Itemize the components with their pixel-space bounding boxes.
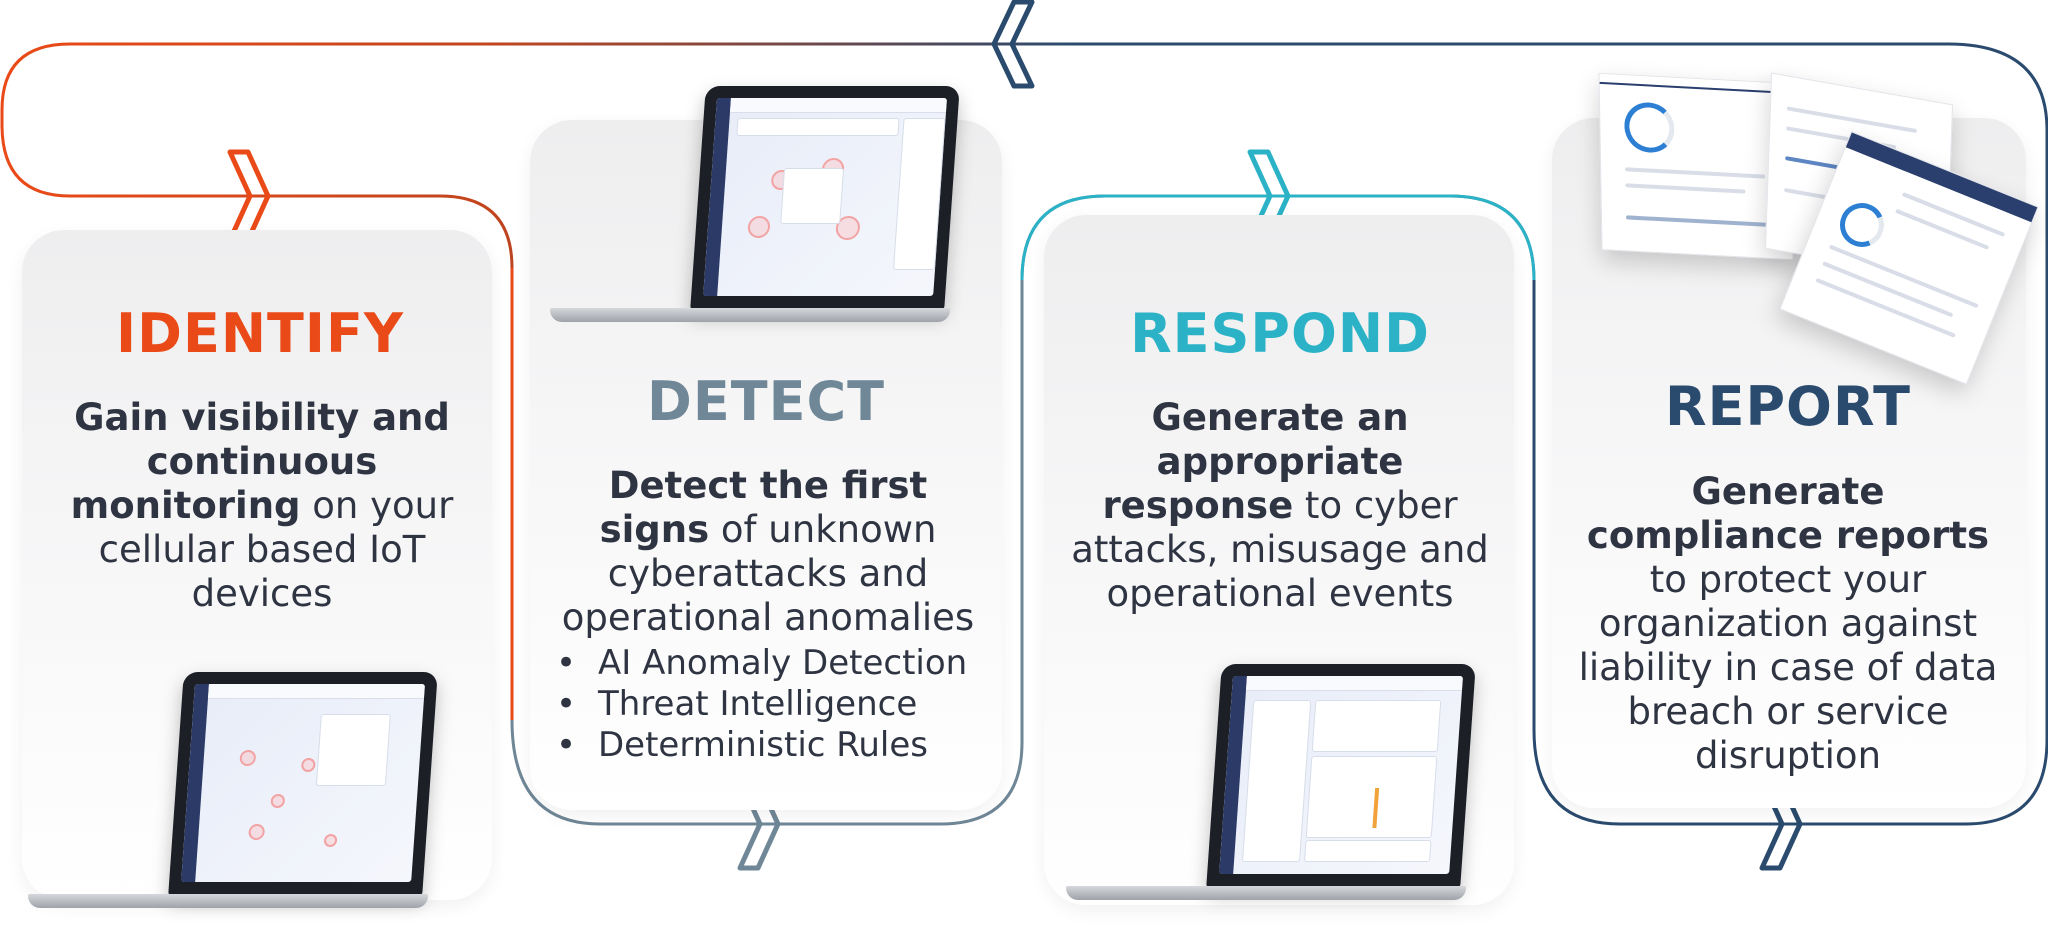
list-item: Deterministic Rules xyxy=(552,725,982,766)
respond-desc-bold: Generate an appropriate response xyxy=(1102,396,1409,527)
laptop-icon xyxy=(1066,664,1476,914)
detect-bullet-list: AI Anomaly Detection Threat Intelligence… xyxy=(552,643,982,766)
detect-desc-rest: of unknown cyberattacks and operational … xyxy=(561,508,975,639)
identify-title: IDENTIFY xyxy=(116,302,404,365)
list-item: AI Anomaly Detection xyxy=(552,643,982,684)
loop-back-line xyxy=(1780,42,2048,826)
laptop-icon xyxy=(550,86,960,336)
identify-desc-bold: Gain visibility and continuous monitorin… xyxy=(70,396,450,527)
identify-description: Gain visibility and continuous monitorin… xyxy=(62,396,462,616)
detect-description: Detect the first signs of unknown cybera… xyxy=(556,464,980,640)
chevron-left-icon xyxy=(991,0,1035,89)
report-booklet-icon xyxy=(1580,70,2039,385)
report-desc-rest: to protect your organization against lia… xyxy=(1578,558,1998,777)
list-item: Threat Intelligence xyxy=(552,684,982,725)
report-description: Generate compliance reports to protect y… xyxy=(1578,470,1998,778)
detect-desc-bold: Detect the first signs xyxy=(599,464,928,551)
detect-title: DETECT xyxy=(647,370,885,433)
top-return-line xyxy=(0,42,1948,269)
laptop-icon xyxy=(28,672,438,922)
report-desc-bold: Generate compliance reports xyxy=(1586,470,1990,557)
respond-title: RESPOND xyxy=(1130,302,1430,365)
identify-desc-rest: on your cellular based IoT devices xyxy=(98,484,454,615)
respond-desc-rest: to cyber attacks, misusage and operation… xyxy=(1071,484,1489,615)
respond-description: Generate an appropriate response to cybe… xyxy=(1070,396,1490,616)
report-title: REPORT xyxy=(1665,375,1911,438)
